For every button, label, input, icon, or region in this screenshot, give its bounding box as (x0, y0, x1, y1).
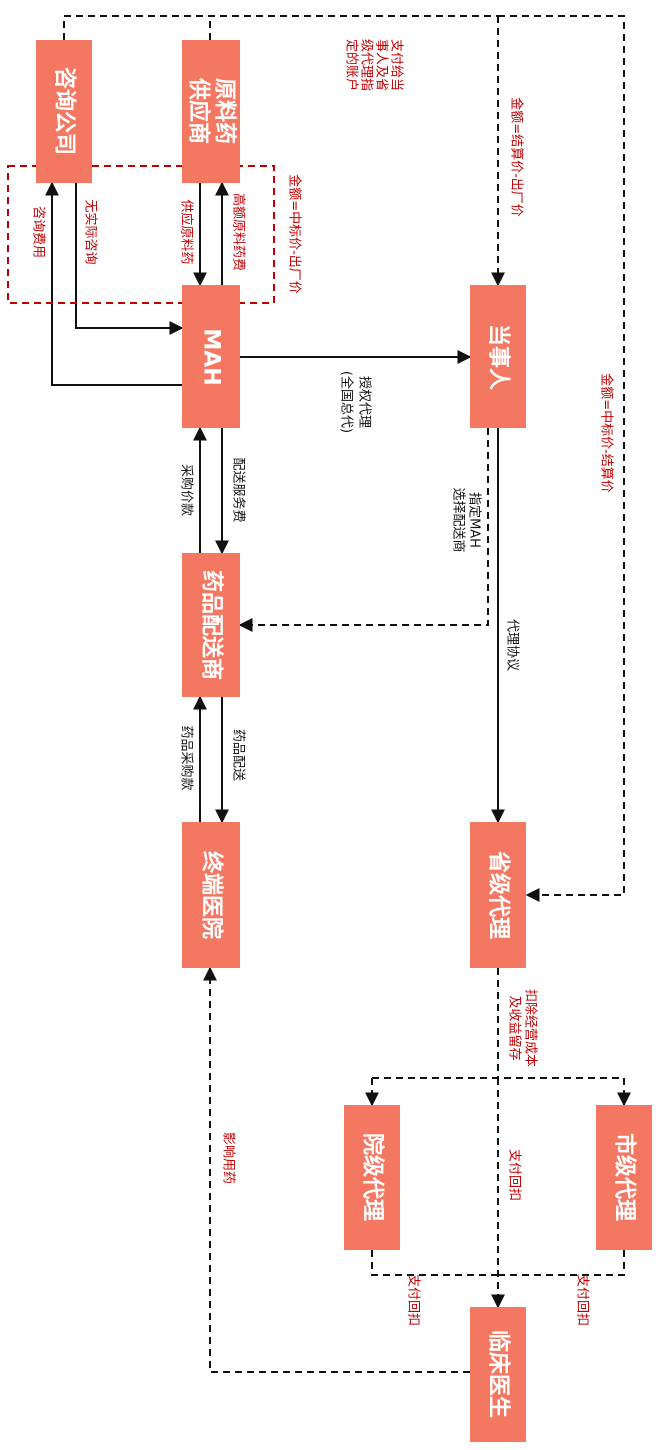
consulting-company-label: 咨询公司 (52, 67, 78, 155)
dashed-split-to-city (372, 1077, 631, 1107)
dashed-hospagent-to-doctor (371, 1250, 498, 1276)
label-amount-bid-minus-factory: 金额=中标价-出厂价 (287, 174, 303, 294)
node-raw-material-supplier: 原料药 供应商 (182, 40, 240, 183)
arrow-consulting-to-mah (75, 183, 184, 335)
principal-label: 当事人 (486, 324, 512, 390)
node-consulting-company: 咨询公司 (36, 40, 92, 183)
label-delivery-service-fee: 配送服务费 (231, 457, 247, 522)
label-designate-mah-1: 指定MAH (467, 492, 482, 548)
supplier-label-line1: 原料药 (212, 78, 237, 144)
dashed-doctor-to-hospital (203, 966, 470, 1373)
label-influence-drug-use: 影响用药 (221, 1132, 237, 1184)
node-provincial-agent: 省级代理 (470, 822, 526, 968)
label-purchase-payment: 采购价款 (179, 464, 195, 516)
label-pay-to-party-3: 级代理指 (359, 39, 374, 91)
distributor-label: 药品配送商 (199, 570, 225, 680)
label-pay-rebate-center: 支付回扣 (507, 1149, 522, 1201)
arrow-mah-to-consulting (45, 181, 182, 386)
node-city-agent: 市级代理 (596, 1105, 652, 1250)
node-hospital-agent: 院级代理 (344, 1105, 400, 1250)
label-authorized-agent: 授权代理 (357, 376, 373, 428)
label-national-agent: (全国总代) (339, 371, 355, 433)
hospital-label: 终端医院 (199, 851, 225, 939)
label-drug-purchase-payment: 药品采购款 (179, 725, 195, 790)
label-supply-raw-drug: 供应原料药 (179, 199, 195, 264)
doctor-label: 临床医生 (486, 1330, 512, 1418)
label-pay-rebate-left: 支付回扣 (406, 1274, 421, 1326)
label-drug-delivery: 药品配送 (231, 729, 246, 781)
label-pay-to-party-1: 支付给当 (389, 39, 404, 91)
label-consulting-fee: 咨询费用 (31, 206, 46, 258)
supplier-label-line2: 供应商 (186, 77, 212, 144)
node-terminal-hospital: 终端医院 (182, 822, 240, 968)
label-amount-settle-minus-factory: 金额=结算价-出厂价 (509, 97, 525, 217)
label-amount-bid-minus-settle: 金额=中标价-结算价 (599, 373, 615, 493)
dashed-principal-to-distributor (238, 428, 489, 632)
label-high-price-raw-drug: 高额原料药费 (231, 193, 247, 271)
dashed-city-to-doctor (498, 1250, 625, 1276)
mah-label: MAH (199, 328, 224, 385)
label-agency-agreement: 代理协议 (505, 619, 520, 671)
label-deduct-cost-1: 扣除经营成本 (523, 989, 538, 1067)
label-deduct-cost-2: 及收益留存 (507, 995, 522, 1060)
label-no-actual-consulting: 无实际咨询 (83, 199, 98, 264)
dashed-consulting-to-top (63, 15, 498, 40)
node-principal: 当事人 (470, 285, 526, 428)
node-drug-distributor: 药品配送商 (182, 553, 240, 697)
hospital-agent-label: 院级代理 (360, 1133, 386, 1221)
node-mah: MAH (182, 285, 240, 428)
red-dashed-group-box (7, 165, 275, 304)
provincial-agent-label: 省级代理 (486, 850, 512, 939)
label-designate-mah-2: 选择配送商 (451, 487, 466, 552)
city-agent-label: 市级代理 (612, 1133, 638, 1221)
label-pay-to-party-4: 定的账户 (344, 39, 360, 91)
label-pay-to-party-2: 事人及省 (374, 39, 389, 91)
dashed-top-to-provincial (498, 15, 625, 902)
node-clinical-doctor: 临床医生 (470, 1307, 526, 1442)
label-pay-rebate-right: 支付回扣 (575, 1274, 590, 1326)
